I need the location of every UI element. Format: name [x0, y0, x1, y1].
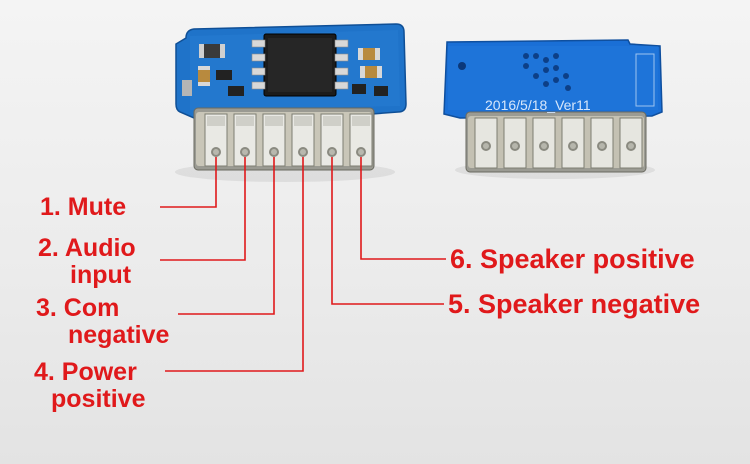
back-pcb: [443, 39, 663, 119]
back-pin-1: [474, 117, 498, 169]
pin-3-label-line-2: negative: [68, 321, 170, 349]
front-pin-1: [204, 113, 228, 167]
pin-4-label: 4. Power positive: [34, 360, 145, 412]
back-pin-4: [561, 117, 585, 169]
back-board: 2016/5/18_Ver11: [443, 39, 663, 179]
pin-2-label-line-2: input: [70, 261, 132, 289]
front-board: [175, 23, 407, 182]
pin-3-label: 3. Com negative: [36, 296, 169, 348]
pin-6-label: 6. Speaker positive: [450, 246, 695, 273]
leader-line-pin-4: [165, 157, 304, 372]
leader-line-pin-6: [360, 157, 446, 260]
front-pin-6: [349, 113, 373, 167]
pin-5-label: 5. Speaker negative: [448, 291, 700, 318]
leader-line-pin-2: [160, 157, 246, 261]
back-pin-2: [503, 117, 527, 169]
pin-1-label-line-1: 1. Mute: [40, 193, 127, 221]
pin-5-label-line-1: 5. Speaker negative: [448, 289, 701, 319]
pin-3-label-line-1: 3. Com: [36, 294, 120, 322]
leader-lines: [160, 157, 446, 372]
back-silkscreen: 2016/5/18_Ver11: [485, 97, 591, 113]
leader-line-pin-1: [160, 157, 217, 208]
smd-components: [182, 44, 388, 96]
pin-2-label-line-1: 2. Audio: [38, 234, 136, 262]
back-pin-5: [590, 117, 614, 169]
via-dots: [458, 53, 571, 91]
pin-1-label: 1. Mute: [40, 195, 126, 220]
pin-4-label-line-2: positive: [51, 385, 146, 413]
pin-2-label: 2. Audio input: [38, 236, 136, 288]
back-pin-3: [532, 117, 556, 169]
leader-line-pin-5: [331, 157, 444, 305]
front-pin-5: [320, 113, 344, 167]
front-pin-3: [262, 113, 286, 167]
back-pin-6: [619, 117, 643, 169]
leader-line-pin-3: [178, 157, 275, 315]
front-pin-row: [204, 113, 373, 167]
chip-legs: [251, 39, 349, 90]
pin-6-label-line-1: 6. Speaker positive: [450, 244, 695, 274]
back-pin-row: [474, 117, 643, 169]
pin-4-label-line-1: 4. Power: [34, 358, 137, 386]
